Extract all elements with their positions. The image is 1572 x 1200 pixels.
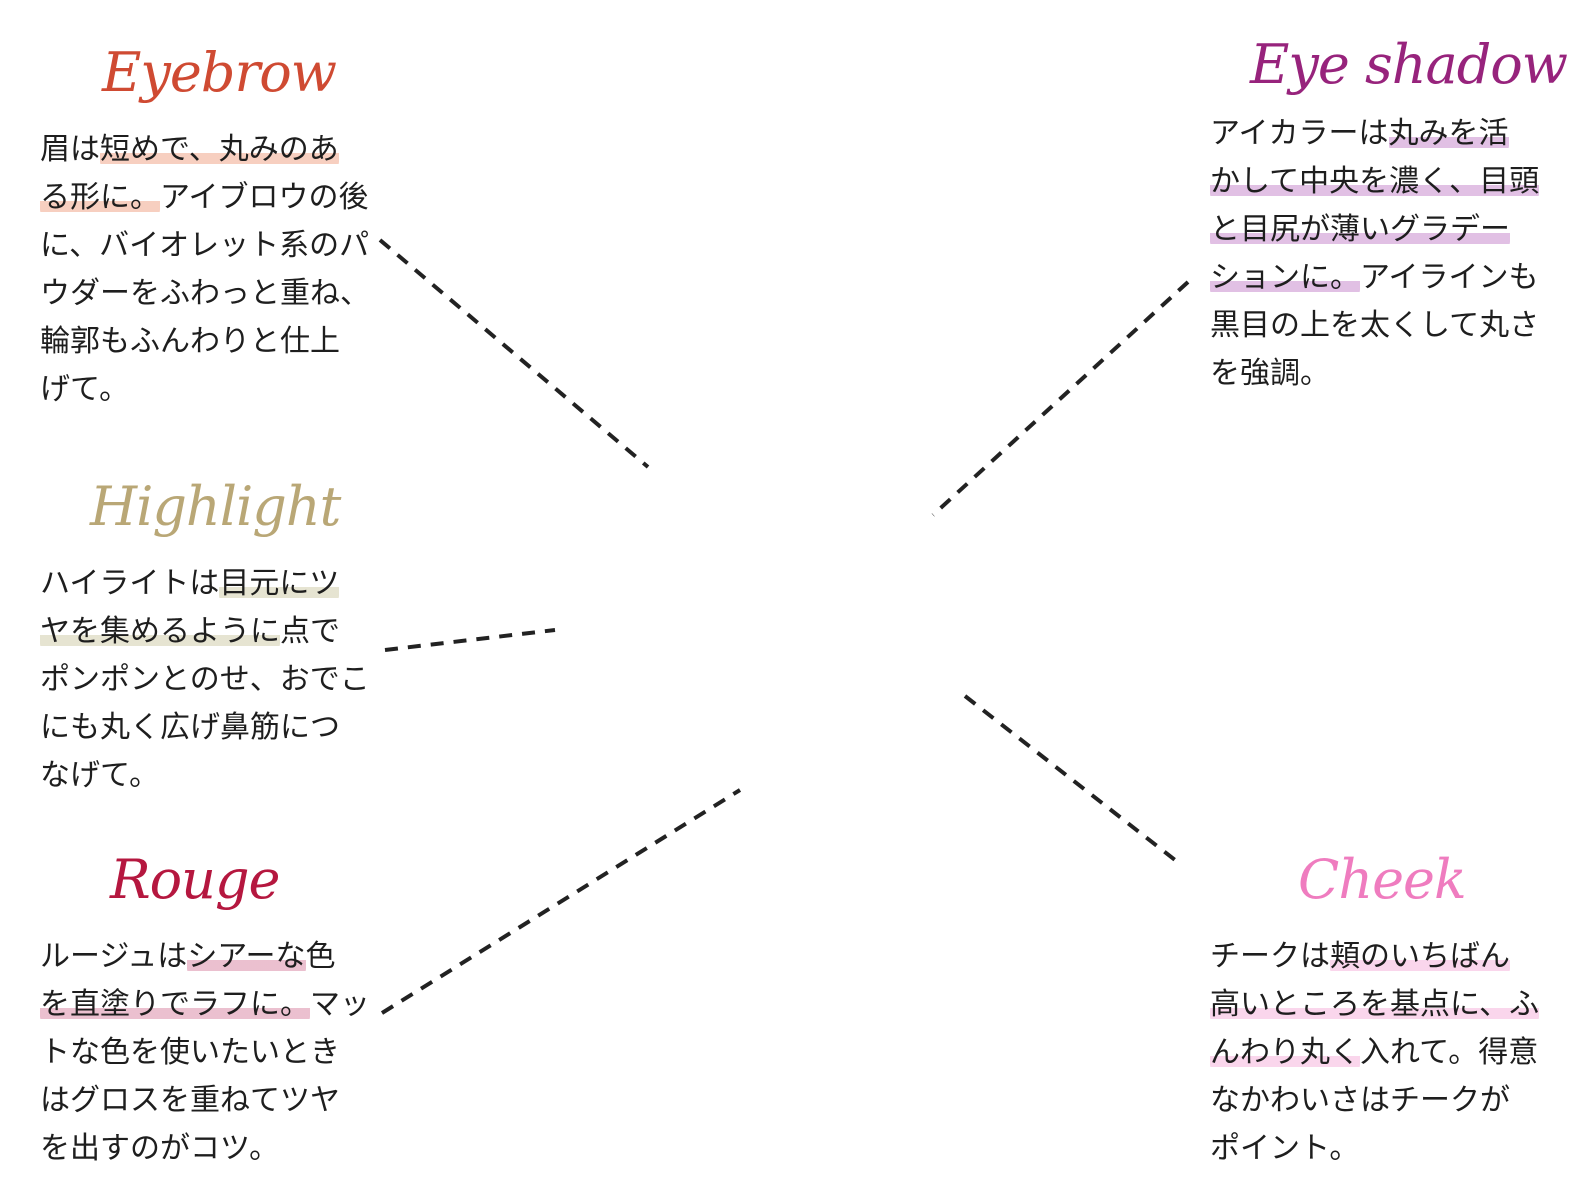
text-line: ポイント。 [1210, 1125, 1540, 1173]
eyebrow-title: Eyebrow [102, 41, 337, 104]
eye-shadow-section: Eye shadow アイカラーは丸みを活かして中央を濃く、目頭と目尻が薄いグラ… [1210, 30, 1568, 398]
eyebrow-connector-line [378, 238, 650, 469]
text-line: ウダーをふわっと重ね、 [40, 270, 370, 318]
line-text: アイラインも [1360, 260, 1539, 295]
text-line: チークは頬のいちばん [1210, 933, 1540, 981]
rouge-connector-line [380, 788, 742, 1015]
highlighted-text: シアーな [187, 939, 306, 974]
highlighted-text: 短めで、丸みのあ [100, 132, 339, 167]
line-text: なげて。 [40, 758, 160, 793]
cheek-connector-line [963, 694, 1177, 862]
highlight-description: ハイライトは目元にツヤを集めるように点でポンポンとのせ、おでこにも丸く広げ鼻筋に… [40, 560, 370, 800]
text-line: んわり丸く入れて。得意 [1210, 1029, 1540, 1077]
highlighted-text: んわり丸く [1210, 1035, 1360, 1070]
line-text: 入れて。得意 [1360, 1035, 1539, 1070]
text-line: ルージュはシアーな色 [40, 933, 370, 981]
text-line: ヤを集めるように点で [40, 608, 370, 656]
line-text: に、バイオレット系のパ [40, 228, 370, 263]
text-line: に、バイオレット系のパ [40, 222, 370, 270]
line-text: 黒目の上を太くして丸さ [1210, 308, 1540, 343]
text-line: かして中央を濃く、目頭 [1210, 158, 1540, 206]
text-line: 高いところを基点に、ふ [1210, 981, 1540, 1029]
line-text: を出すのがコツ。 [40, 1131, 280, 1166]
line-text: ウダーをふわっと重ね、 [40, 276, 370, 311]
line-text: ハイライトは [40, 566, 220, 601]
eye-shadow-description: アイカラーは丸みを活かして中央を濃く、目頭と目尻が薄いグラデーションに。アイライ… [1210, 110, 1540, 398]
text-line: ハイライトは目元にツ [40, 560, 370, 608]
text-line: はグロスを重ねてツヤ [40, 1077, 370, 1125]
highlighted-text: る形に。 [40, 180, 160, 215]
cheek-section: Cheek チークは頬のいちばん高いところを基点に、ふんわり丸く入れて。得意なか… [1210, 845, 1540, 1173]
line-text: なかわいさはチークが [1210, 1083, 1510, 1118]
text-line: にも丸く広げ鼻筋につ [40, 704, 370, 752]
highlighted-text: 頬のいちばん [1330, 939, 1510, 974]
line-text: マッ [310, 987, 370, 1022]
line-text: はグロスを重ねてツヤ [40, 1083, 340, 1118]
line-text: を強調。 [1210, 356, 1330, 391]
text-line: アイカラーは丸みを活 [1210, 110, 1540, 158]
text-line: トな色を使いたいとき [40, 1029, 370, 1077]
text-line: る形に。アイブロウの後 [40, 174, 370, 222]
text-line: 輪郭もふんわりと仕上 [40, 318, 370, 366]
text-line: 眉は短めで、丸みのあ [40, 126, 370, 174]
rouge-description: ルージュはシアーな色を直塗りでラフに。マットな色を使いたいときはグロスを重ねてツ… [40, 933, 370, 1173]
highlight-section: Highlight ハイライトは目元にツヤを集めるように点でポンポンとのせ、おで… [40, 472, 370, 800]
line-text: ポイント。 [1210, 1131, 1360, 1166]
text-line: を直塗りでラフに。マッ [40, 981, 370, 1029]
eye-shadow-title: Eye shadow [1250, 33, 1568, 96]
line-text: チークは [1210, 939, 1330, 974]
text-line: と目尻が薄いグラデー [1210, 206, 1540, 254]
text-line: げて。 [40, 366, 370, 414]
cheek-description: チークは頬のいちばん高いところを基点に、ふんわり丸く入れて。得意なかわいさはチー… [1210, 933, 1540, 1173]
line-text: 輪郭もふんわりと仕上 [40, 324, 340, 359]
line-text: 色 [305, 939, 336, 974]
text-line: なかわいさはチークが [1210, 1077, 1540, 1125]
line-text: げて。 [40, 372, 130, 407]
line-text: 点で [280, 614, 340, 649]
line-text: アイカラーは [1210, 116, 1389, 151]
rouge-title: Rouge [110, 848, 280, 911]
eyebrow-section: Eyebrow 眉は短めで、丸みのある形に。アイブロウの後に、バイオレット系のパ… [40, 38, 370, 414]
eyebrow-description: 眉は短めで、丸みのある形に。アイブロウの後に、バイオレット系のパウダーをふわっと… [40, 126, 370, 414]
highlighted-text: を直塗りでラフに。 [40, 987, 310, 1022]
text-line: 黒目の上を太くして丸さ [1210, 302, 1540, 350]
highlight-title: Highlight [90, 475, 341, 538]
line-text: ポンポンとのせ、おでこ [40, 662, 370, 697]
line-text: アイブロウの後 [160, 180, 369, 215]
highlighted-text: かして中央を濃く、目頭 [1210, 164, 1540, 199]
highlighted-text: ヤを集めるように [40, 614, 280, 649]
text-line: を出すのがコツ。 [40, 1125, 370, 1173]
line-text: ルージュは [40, 939, 188, 974]
cheek-title: Cheek [1298, 848, 1467, 911]
text-line: ポンポンとのせ、おでこ [40, 656, 370, 704]
text-line: ションに。アイラインも [1210, 254, 1540, 302]
text-line: なげて。 [40, 752, 370, 800]
highlighted-text: 目元にツ [219, 566, 340, 601]
text-line: を強調。 [1210, 350, 1540, 398]
eye-shadow-connector-line [931, 280, 1190, 517]
highlighted-text: ションに。 [1210, 260, 1360, 295]
line-text: 眉は [40, 132, 100, 167]
line-text: トな色を使いたいとき [40, 1035, 340, 1070]
line-text: にも丸く広げ鼻筋につ [40, 710, 340, 745]
highlighted-text: と目尻が薄いグラデー [1210, 212, 1510, 247]
highlight-connector-line [384, 628, 556, 652]
highlighted-text: 丸みを活 [1388, 116, 1509, 151]
highlighted-text: 高いところを基点に、ふ [1210, 987, 1540, 1022]
rouge-section: Rouge ルージュはシアーな色を直塗りでラフに。マットな色を使いたいときはグロ… [40, 845, 370, 1173]
